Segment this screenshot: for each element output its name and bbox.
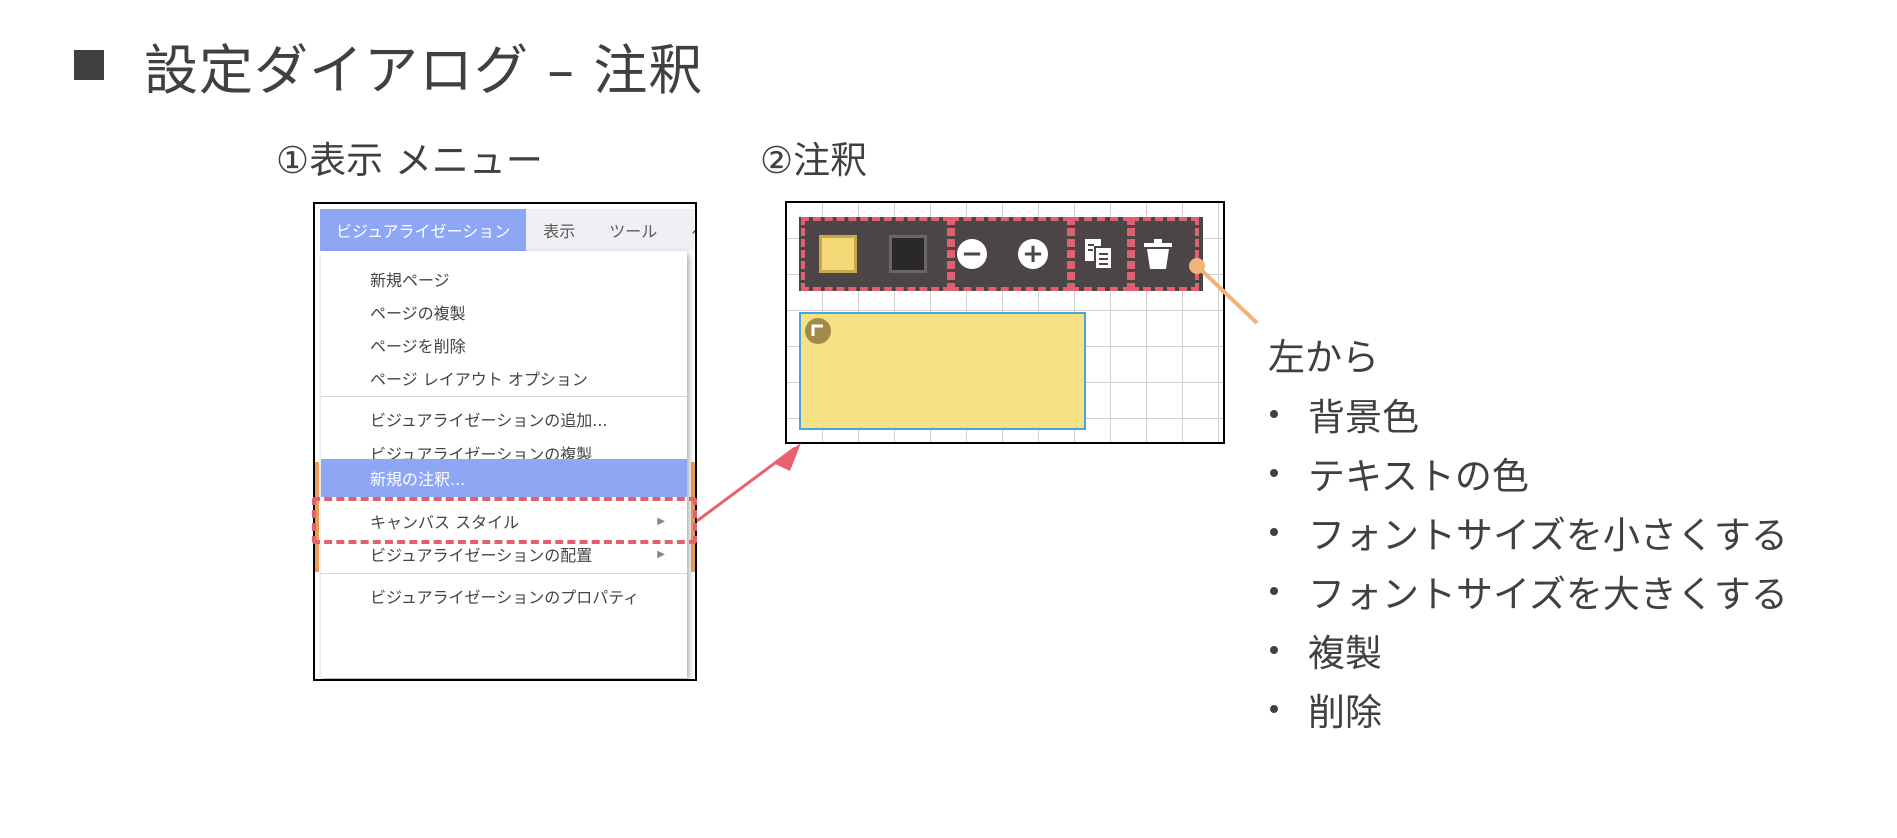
annotation-toolbar: − + xyxy=(799,217,1203,291)
caption-annotation: ②注釈 xyxy=(760,139,868,182)
menu-screenshot: ビジュアライゼーション 表示 ツール ヘ 新規ページ ページの複製 ページを削除… xyxy=(313,202,697,681)
background-color-swatch-icon xyxy=(819,235,857,273)
menu-divider xyxy=(321,573,687,574)
menubar-tools[interactable]: ツール xyxy=(609,222,658,241)
menu-item-visualization-properties[interactable]: ビジュアライゼーションのプロパティ xyxy=(370,588,640,607)
menu-item-canvas-style[interactable]: キャンバス スタイル ▶ xyxy=(321,503,687,539)
list-item-text: フォントサイズを小さくする xyxy=(1308,513,1788,557)
menu-divider xyxy=(321,396,687,397)
list-item: 背景色 xyxy=(1268,384,1788,443)
duplicate-group-highlight xyxy=(1071,217,1131,291)
font-size-group-highlight xyxy=(951,217,1071,291)
title-bullet-square xyxy=(74,50,104,80)
menu-item-duplicate-page[interactable]: ページの複製 xyxy=(370,304,466,323)
duplicate-button[interactable] xyxy=(1074,217,1124,291)
bullet-icon xyxy=(1270,704,1278,713)
submenu-arrow-icon: ▶ xyxy=(657,515,665,527)
annotation-screenshot: − + xyxy=(785,201,1225,444)
menu-item-label: ビジュアライゼーションの配置 xyxy=(370,546,593,565)
menu-item-new-page[interactable]: 新規ページ xyxy=(370,271,450,290)
color-group-highlight xyxy=(801,217,951,291)
button-description-list: 背景色 テキストの色 フォントサイズを小さくする フォントサイズを大きくする 複… xyxy=(1268,384,1788,738)
bullet-icon xyxy=(1270,409,1278,418)
menu-item-new-annotation[interactable]: 新規の注釈... xyxy=(321,459,687,497)
list-item-text: テキストの色 xyxy=(1308,454,1529,498)
corner-icon xyxy=(811,324,823,336)
page-title: 設定ダイアログ – 注釈 xyxy=(144,38,704,102)
list-item: フォントサイズを大きくする xyxy=(1268,561,1788,620)
menu-item-add-visualization[interactable]: ビジュアライゼーションの追加... xyxy=(370,411,608,430)
text-color-button[interactable] xyxy=(881,217,935,291)
menubar-view[interactable]: 表示 xyxy=(543,222,576,241)
list-item-text: 削除 xyxy=(1308,690,1382,734)
bullet-icon xyxy=(1270,586,1278,595)
list-item: フォントサイズを小さくする xyxy=(1268,502,1788,561)
text-color-swatch-icon xyxy=(889,235,927,273)
delete-group-highlight xyxy=(1131,217,1199,291)
list-item: 複製 xyxy=(1268,620,1788,679)
list-item: 削除 xyxy=(1268,679,1788,738)
list-item-text: 背景色 xyxy=(1308,395,1419,439)
menu-item-arrange-visualizations[interactable]: ビジュアライゼーションの配置 ▶ xyxy=(321,536,687,572)
submenu-arrow-icon: ▶ xyxy=(657,548,665,560)
duplicate-icon xyxy=(1085,239,1113,270)
plus-circle-icon: + xyxy=(1018,239,1048,269)
dropdown-menu: 新規ページ ページの複製 ページを削除 ページ レイアウト オプション ビジュア… xyxy=(321,251,687,678)
menubar-help[interactable]: ヘ xyxy=(674,209,695,251)
list-heading: 左から xyxy=(1268,336,1379,379)
list-item-text: フォントサイズを大きくする xyxy=(1308,572,1788,616)
bullet-icon xyxy=(1270,645,1278,654)
slide-title: 設定ダイアログ – 注釈 xyxy=(74,30,703,102)
decrease-font-size-button[interactable]: − xyxy=(946,217,998,291)
list-item-text: 複製 xyxy=(1308,631,1382,675)
delete-button[interactable] xyxy=(1133,217,1183,291)
bullet-icon xyxy=(1270,527,1278,536)
trash-icon xyxy=(1144,239,1172,269)
bullet-icon xyxy=(1270,468,1278,477)
annotation-note[interactable] xyxy=(799,312,1086,430)
increase-font-size-button[interactable]: + xyxy=(1007,217,1059,291)
callout-line xyxy=(1195,264,1259,325)
caption-menu: ①表示 メニュー xyxy=(276,139,543,182)
menubar: ビジュアライゼーション 表示 ツール ヘ xyxy=(320,209,695,251)
minus-circle-icon: − xyxy=(957,239,987,269)
list-item: テキストの色 xyxy=(1268,443,1788,502)
new-annotation-highlight-box xyxy=(312,497,697,544)
background-color-button[interactable] xyxy=(811,217,865,291)
note-drag-handle-icon[interactable] xyxy=(805,318,831,344)
arrowhead-icon xyxy=(773,443,801,471)
canvas-edge-left xyxy=(315,462,319,572)
menu-item-label: キャンバス スタイル xyxy=(370,513,520,532)
menu-item-page-layout-options[interactable]: ページ レイアウト オプション xyxy=(370,370,588,389)
menu-item-delete-page[interactable]: ページを削除 xyxy=(370,337,466,356)
menubar-visualization[interactable]: ビジュアライゼーション xyxy=(320,209,527,251)
